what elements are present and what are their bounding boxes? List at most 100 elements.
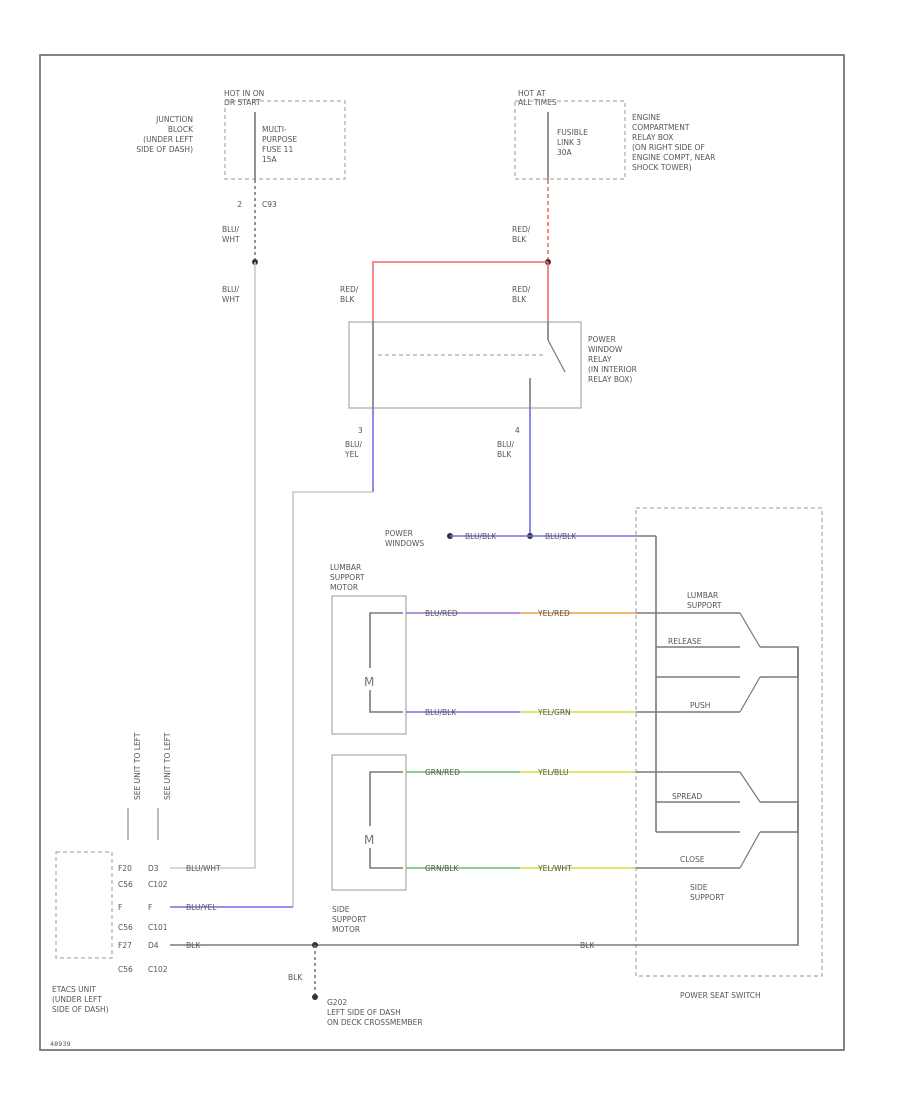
power-windows-2: WINDOWS (385, 539, 424, 548)
power-seat-switch-box (635, 507, 823, 977)
side-motor-symbol-icon: M (364, 833, 374, 847)
lumbar-motor-2: SUPPORT (330, 573, 365, 582)
lumbar-motor-box (331, 595, 407, 735)
junction-block-label-1: JUNCTION (155, 115, 193, 124)
wire-top-2: BLU/BLK (545, 532, 577, 541)
lumbar-motor-3: MOTOR (330, 583, 358, 592)
ground-label-1: G202 (327, 998, 347, 1007)
wire-red-blk-2b: BLK (340, 295, 355, 304)
power-windows-1: POWER (385, 529, 413, 538)
etacs-label-1: ETACS UNIT (52, 985, 96, 994)
wire-blu-wht-1b: WHT (222, 235, 240, 244)
lumbar-motor-1: LUMBAR (330, 563, 361, 572)
switch-side-return (760, 801, 799, 833)
etacs-pin-2: BLU/WHT (186, 864, 221, 873)
side-motor-1: SIDE (332, 905, 350, 914)
fuse-label-4: 15A (262, 155, 278, 164)
junction-block-label-3: (UNDER LEFT (143, 135, 193, 144)
c93-pin: 2 (237, 200, 242, 209)
hot-in-on-label: HOT IN ON (224, 89, 264, 98)
wire-blu-wht-2b: WHT (222, 295, 240, 304)
close-label: CLOSE (680, 855, 705, 864)
switch-side-lower-arm (739, 831, 761, 869)
lum-w2b: YEL/GRN (537, 708, 571, 717)
side-motor-lead-top (369, 771, 403, 826)
etacs-pin-0: F20 (118, 864, 132, 873)
side-support-2: SUPPORT (690, 893, 725, 902)
wire-red-blk-3b: BLK (512, 295, 527, 304)
switch-side-upper-arm (739, 771, 761, 803)
side-motor-2: SUPPORT (332, 915, 367, 924)
etacs-pin-10: F27 (118, 941, 132, 950)
etacs-pin-4: C102 (148, 880, 168, 889)
side-motor-lead-bottom (369, 848, 403, 869)
etacs-unit-box (55, 851, 113, 959)
etacs-pin-14: C102 (148, 965, 168, 974)
wire-blu-blk-b: BLK (497, 450, 512, 459)
lum-w2a: BLU/BLK (425, 708, 457, 717)
fuse-label-2: PURPOSE (262, 135, 297, 144)
wire-blu-yel-b: YEL (344, 450, 359, 459)
wire-blk-switch: BLK (580, 941, 595, 950)
junction-block-box (224, 100, 346, 180)
junction-block-label-2: BLOCK (168, 125, 194, 134)
diagram-frame (39, 54, 845, 1051)
side-support-1: SIDE (690, 883, 708, 892)
etacs-pin-1: D3 (148, 864, 159, 873)
etacs-pin-6: F (148, 903, 152, 912)
ground-g202-icon (312, 994, 318, 1000)
wire-red-blk-1b: BLK (512, 235, 527, 244)
wire-blu-wht-1a: BLU/ (222, 225, 239, 234)
etacs-ref-1: SEE UNIT TO LEFT (133, 732, 142, 800)
engine-relay-label-1: ENGINE (632, 113, 661, 122)
lum-w1b: YEL/RED (537, 609, 570, 618)
relay-label-5: RELAY BOX) (588, 375, 632, 384)
etacs-ref-2: SEE UNIT TO LEFT (163, 732, 172, 800)
push-label: PUSH (690, 701, 710, 710)
spread-label: SPREAD (672, 792, 702, 801)
lumbar-motor-lead-bottom (369, 690, 403, 713)
switch-lumbar-lower-arm (739, 676, 761, 713)
relay-label-3: RELAY (588, 355, 612, 364)
etacs-pin-11: D4 (148, 941, 159, 950)
lumbar-support-1: LUMBAR (687, 591, 718, 600)
engine-relay-label-2: COMPARTMENT (632, 123, 690, 132)
engine-relay-label-3: RELAY BOX (632, 133, 673, 142)
engine-relay-label-4: (ON RIGHT SIDE OF (632, 143, 705, 152)
side-w1b: YEL/BLU (537, 768, 568, 777)
side-w2b: YEL/WHT (537, 864, 572, 873)
fusible-link-2: LINK 3 (557, 138, 581, 147)
wire-blu-blk-a: BLU/ (497, 440, 514, 449)
lum-w1a: BLU/RED (425, 609, 458, 618)
blk-ground-label: BLK (288, 973, 303, 982)
relay-pin-4: 4 (515, 426, 520, 435)
fusible-link-1: FUSIBLE (557, 128, 588, 137)
switch-lumbar-return (760, 646, 799, 678)
engine-relay-label-6: SHOCK TOWER) (632, 163, 692, 172)
etacs-label-2: (UNDER LEFT (52, 995, 102, 1004)
side-w1a: GRN/RED (425, 768, 460, 777)
engine-relay-label-5: ENGINE COMPT, NEAR (632, 153, 715, 162)
engine-relay-box (514, 100, 626, 180)
side-motor-3: MOTOR (332, 925, 360, 934)
wire-blu-wht-etacs (170, 262, 256, 869)
hot-at-label-2: ALL TIMES (518, 98, 557, 107)
relay-label-2: WINDOW (588, 345, 623, 354)
release-label: RELEASE (668, 637, 702, 646)
power-window-relay-box (348, 321, 582, 409)
etacs-pin-3: C56 (118, 880, 133, 889)
etacs-pin-13: C56 (118, 965, 133, 974)
etacs-pin-7: BLU/YEL (186, 903, 217, 912)
hot-in-on-label-2: OR START (224, 98, 261, 107)
relay-switch-arm (547, 339, 566, 373)
ground-label-2: LEFT SIDE OF DASH (327, 1008, 401, 1017)
ground-label-3: ON DECK CROSSMEMBER (327, 1018, 423, 1027)
relay-pin-3: 3 (358, 426, 363, 435)
wire-red-blk-2a: RED/ (340, 285, 359, 294)
wire-red-blk-left (372, 261, 548, 322)
wire-blu-yel-a: BLU/ (345, 440, 362, 449)
c93-label: C93 (262, 200, 277, 209)
switch-lumbar-upper-arm (739, 612, 761, 648)
